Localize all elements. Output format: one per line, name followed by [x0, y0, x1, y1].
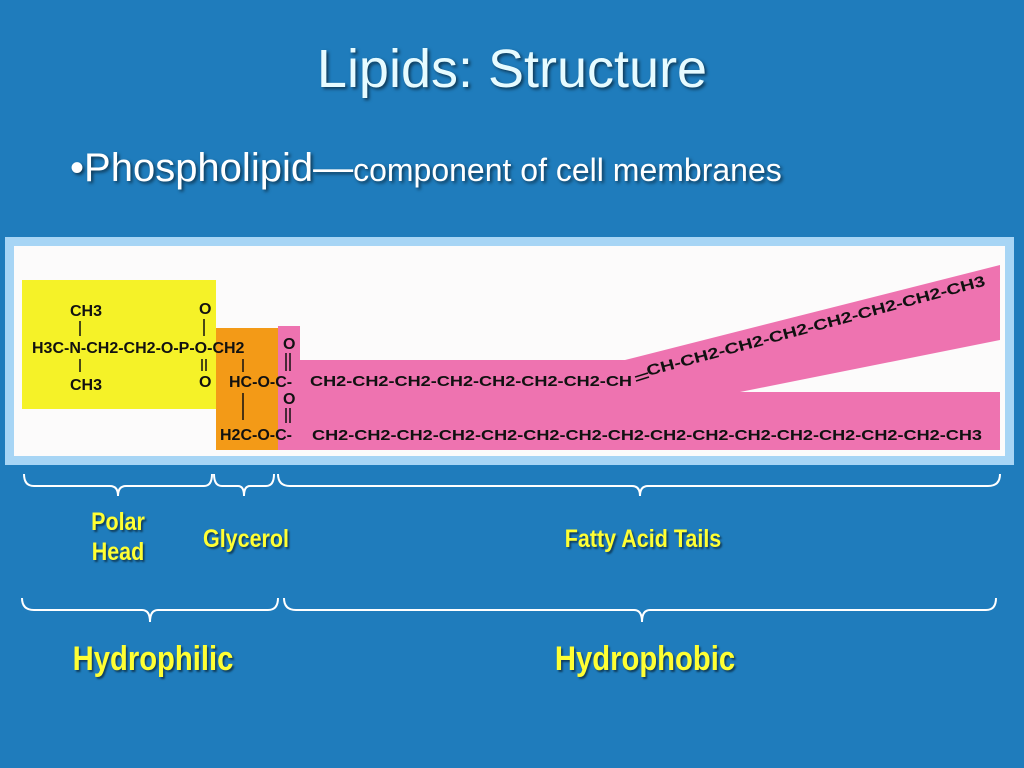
label-polar-head: Polar Head	[75, 507, 161, 567]
bullet-phospholipid: •Phospholipid—component of cell membrane…	[70, 146, 782, 191]
label-fatty-acid-tails: Fatty Acid Tails	[564, 525, 722, 553]
head-ch3-top: CH3	[70, 303, 102, 320]
tail-upper-straight: CH2-CH2-CH2-CH2-CH2-CH2-CH2-CH	[310, 373, 632, 390]
glycerol-region	[216, 328, 278, 450]
ester-o-upper: O	[283, 336, 295, 353]
polar-head-region	[22, 280, 216, 409]
fatty-acid-tails-region	[278, 265, 1000, 450]
glycerol-hc-o-c: HC-O-C-	[229, 374, 292, 391]
bullet-symbol: •	[70, 146, 85, 190]
label-glycerol: Glycerol	[202, 525, 290, 553]
bullet-main-text: Phospholipid—	[84, 146, 354, 190]
tail-upper-double-bond-b	[635, 376, 650, 382]
brace-fatty-acid-tails	[277, 473, 1001, 497]
bullet-sub-text: component of cell membranes	[353, 152, 782, 188]
brace-hydrophilic	[21, 597, 279, 623]
head-ch3-bottom: CH3	[70, 377, 102, 394]
brace-glycerol	[213, 473, 275, 497]
tail-lower: CH2-CH2-CH2-CH2-CH2-CH2-CH2-CH2-CH2-CH2-…	[312, 427, 982, 444]
label-polar-head-line1: Polar	[91, 508, 145, 536]
slide-title: Lipids: Structure	[316, 39, 708, 99]
tail-upper-double-bond-a	[634, 372, 649, 378]
label-hydrophilic: Hydrophilic	[72, 640, 234, 678]
phosphate-o-bottom: O	[199, 374, 211, 391]
glycerol-h2c-o-c: H2C-O-C-	[220, 427, 292, 444]
label-hydrophobic: Hydrophobic	[554, 640, 736, 678]
head-main-chain: H3C-N-CH2-CH2-O-P-O-CH2	[32, 340, 245, 357]
brace-polar-head	[23, 473, 213, 497]
ester-o-lower: O	[283, 391, 295, 408]
label-polar-head-line2: Head	[91, 538, 145, 566]
phosphate-o-top: O	[199, 301, 211, 318]
brace-hydrophobic	[283, 597, 997, 623]
